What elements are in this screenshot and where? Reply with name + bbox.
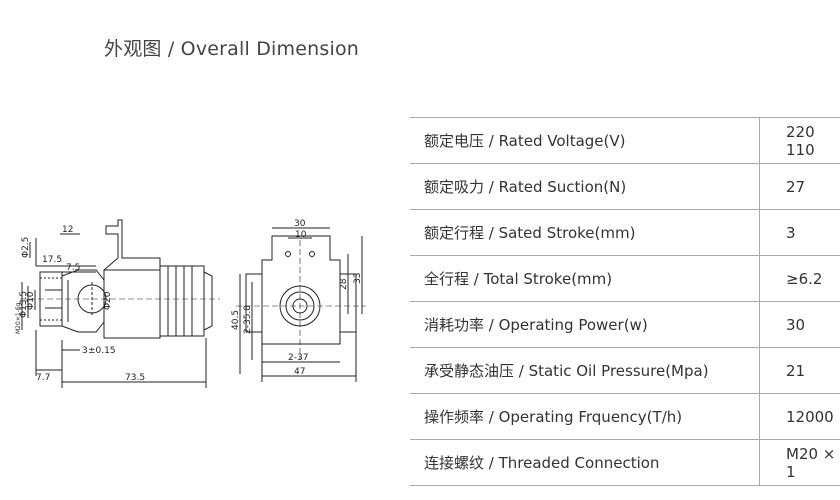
dim-33: 33 bbox=[353, 273, 363, 284]
dim-237: 2-37 bbox=[288, 353, 308, 363]
spec-value: 30 bbox=[759, 301, 840, 348]
dim-47: 47 bbox=[294, 367, 305, 377]
dim-thread: M20×1-6g bbox=[15, 302, 22, 334]
table-row: 消耗功率 / Operating Power(w) 30 bbox=[410, 301, 840, 348]
spec-label: 承受静态油压 / Static Oil Pressure(Mpa) bbox=[410, 347, 760, 394]
table-row: 额定吸力 / Rated Suction(N) 27 bbox=[410, 163, 840, 210]
dimension-drawing: Φ2.5 12 17.5 7.5 M20×1-6g Φ13.5 Φ10 Φ20 … bbox=[15, 219, 366, 388]
table-row: 全行程 / Total Stroke(mm) ≥6.2 bbox=[410, 255, 840, 302]
dim-10: 10 bbox=[295, 230, 307, 240]
dim-30: 30 bbox=[294, 219, 306, 229]
spec-label: 连接螺纹 / Threaded Connection bbox=[410, 439, 760, 486]
dim-tolerance: ±0.15 bbox=[88, 346, 116, 356]
spec-value: ≥6.2 bbox=[759, 255, 840, 302]
dim-405: 40.5 bbox=[231, 310, 241, 330]
spec-value: 3 bbox=[759, 209, 840, 256]
front-body bbox=[261, 235, 341, 345]
spec-table: 额定电压 / Rated Voltage(V) 220 110 额定吸力 / R… bbox=[410, 117, 840, 486]
dim-d135: Φ13.5 bbox=[19, 291, 29, 318]
side-view bbox=[20, 219, 220, 388]
spec-label: 全行程 / Total Stroke(mm) bbox=[410, 255, 760, 302]
spec-label: 操作频率 / Operating Frquency(T/h) bbox=[410, 393, 760, 440]
spec-label: 额定行程 / Sated Stroke(mm) bbox=[410, 209, 760, 256]
dim-735: 73.5 bbox=[125, 373, 145, 383]
dim-175: 17.5 bbox=[42, 255, 62, 265]
table-row: 承受静态油压 / Static Oil Pressure(Mpa) 21 bbox=[410, 347, 840, 394]
table-row: 操作频率 / Operating Frquency(T/h) 12000 bbox=[410, 393, 840, 440]
table-row: 连接螺纹 / Threaded Connection M20 × 1 bbox=[410, 439, 840, 486]
spec-label: 额定电压 / Rated Voltage(V) bbox=[410, 117, 760, 164]
table-row: 额定行程 / Sated Stroke(mm) 3 bbox=[410, 209, 840, 256]
table-row: 额定电压 / Rated Voltage(V) 220 110 bbox=[410, 117, 840, 164]
dim-3: 3 bbox=[82, 346, 88, 356]
dim-358: 2-35.8 bbox=[243, 305, 253, 334]
dim-d25: Φ2.5 bbox=[21, 237, 31, 258]
coil-body bbox=[103, 219, 161, 339]
dim-d10: Φ10 bbox=[26, 291, 36, 310]
spec-value: 21 bbox=[759, 347, 840, 394]
spec-label: 额定吸力 / Rated Suction(N) bbox=[410, 163, 760, 210]
spec-value: 12000 bbox=[759, 393, 840, 440]
coil-cap bbox=[159, 265, 205, 337]
dim-12: 12 bbox=[62, 225, 73, 235]
spec-value: M20 × 1 bbox=[759, 439, 840, 486]
dim-28: 28 bbox=[339, 278, 349, 290]
dim-77: 7.7 bbox=[36, 373, 50, 383]
page-title: 外观图 / Overall Dimension bbox=[104, 38, 360, 60]
spec-label: 消耗功率 / Operating Power(w) bbox=[410, 301, 760, 348]
dim-d20: Φ20 bbox=[103, 291, 113, 310]
dim-75: 7.5 bbox=[66, 263, 80, 273]
spec-value: 220 110 bbox=[759, 117, 840, 164]
spec-value: 27 bbox=[759, 163, 840, 210]
front-view bbox=[236, 227, 366, 382]
